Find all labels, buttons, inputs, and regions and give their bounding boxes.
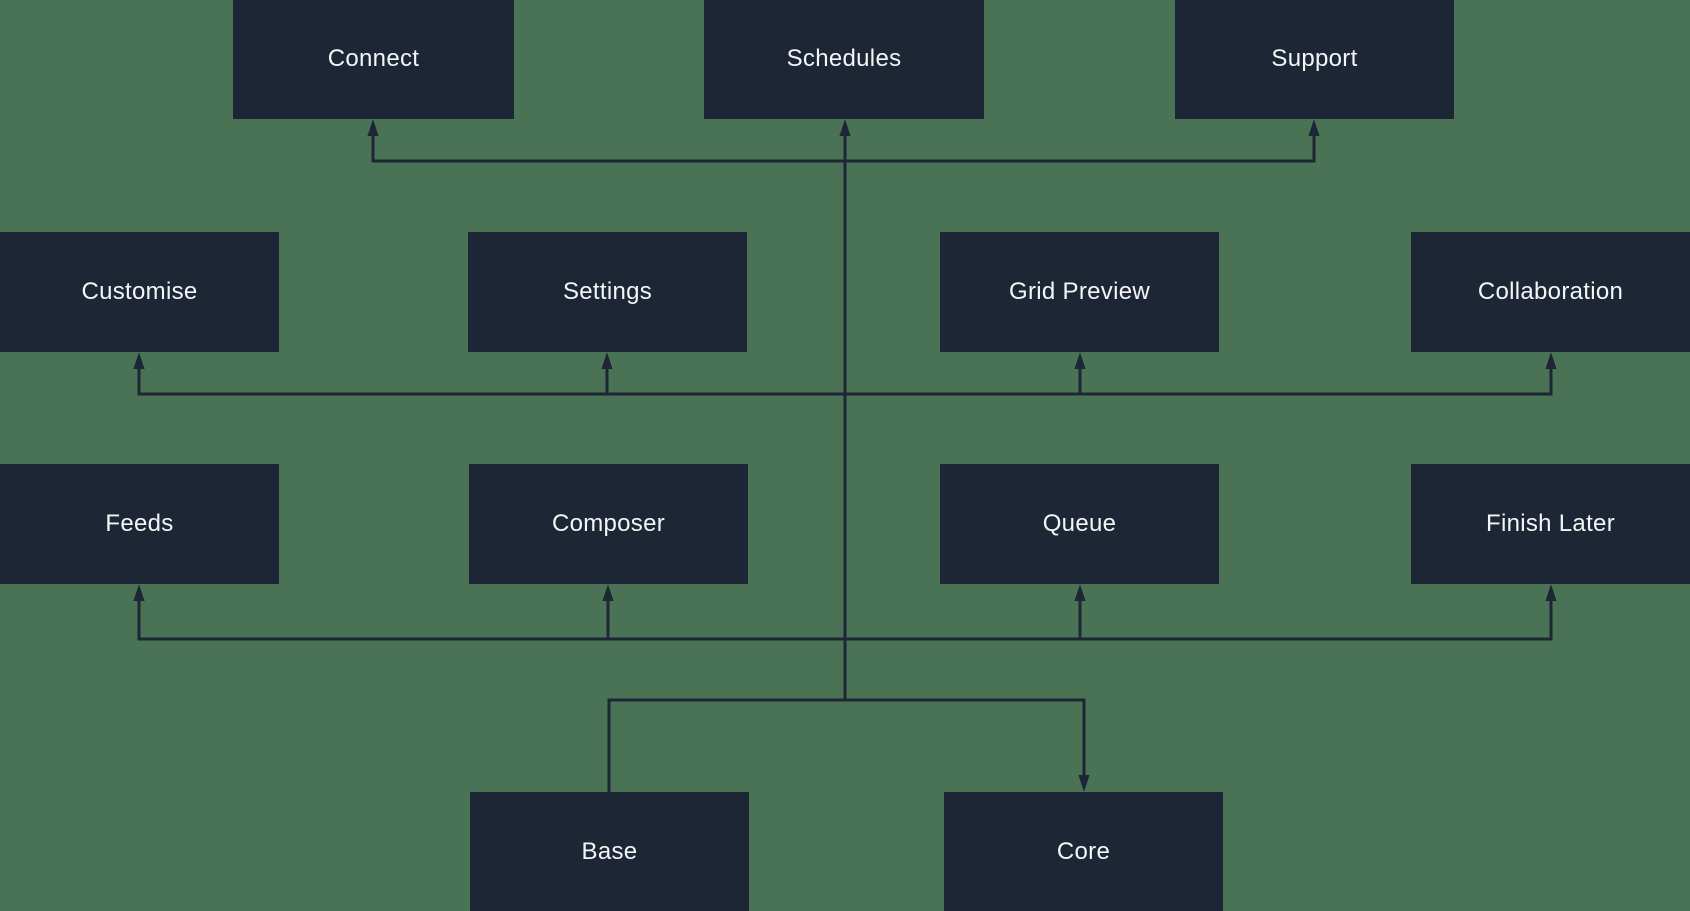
arrowhead-up-icon <box>1074 352 1086 369</box>
arrowhead-up-icon <box>601 352 613 369</box>
node-collaboration[interactable]: Collaboration <box>1411 232 1690 352</box>
node-label: Grid Preview <box>1009 278 1150 305</box>
node-label: Finish Later <box>1486 510 1615 537</box>
node-label: Collaboration <box>1477 278 1624 305</box>
node-settings[interactable]: Settings <box>468 232 747 352</box>
node-label: Schedules <box>786 45 902 72</box>
node-label: Core <box>1056 838 1111 865</box>
node-schedules[interactable]: Schedules <box>704 0 984 119</box>
arrowhead-up-icon <box>367 119 379 136</box>
node-base[interactable]: Base <box>470 792 749 911</box>
node-label: Customise <box>81 278 198 305</box>
arrowhead-up-icon <box>133 584 145 601</box>
node-label: Queue <box>1042 510 1117 537</box>
node-core[interactable]: Core <box>944 792 1223 911</box>
node-label: Settings <box>562 278 653 305</box>
arrowhead-up-icon <box>1545 584 1557 601</box>
node-support[interactable]: Support <box>1175 0 1454 119</box>
arrowhead-up-icon <box>602 584 614 601</box>
arrowhead-up-icon <box>133 352 145 369</box>
node-connect[interactable]: Connect <box>233 0 514 119</box>
arrowhead-up-icon <box>839 119 851 136</box>
node-label: Connect <box>327 45 420 72</box>
arrowhead-up-icon <box>1545 352 1557 369</box>
node-queue[interactable]: Queue <box>940 464 1219 584</box>
node-customise[interactable]: Customise <box>0 232 279 352</box>
node-finish-later[interactable]: Finish Later <box>1411 464 1690 584</box>
node-composer[interactable]: Composer <box>469 464 748 584</box>
node-label: Composer <box>551 510 666 537</box>
arrowhead-up-icon <box>1074 584 1086 601</box>
node-label: Base <box>581 838 638 865</box>
node-label: Support <box>1271 45 1358 72</box>
node-label: Feeds <box>105 510 174 537</box>
node-feeds[interactable]: Feeds <box>0 464 279 584</box>
arrowhead-down-icon <box>1078 775 1090 792</box>
node-grid-preview[interactable]: Grid Preview <box>940 232 1219 352</box>
arrowhead-up-icon <box>1308 119 1320 136</box>
